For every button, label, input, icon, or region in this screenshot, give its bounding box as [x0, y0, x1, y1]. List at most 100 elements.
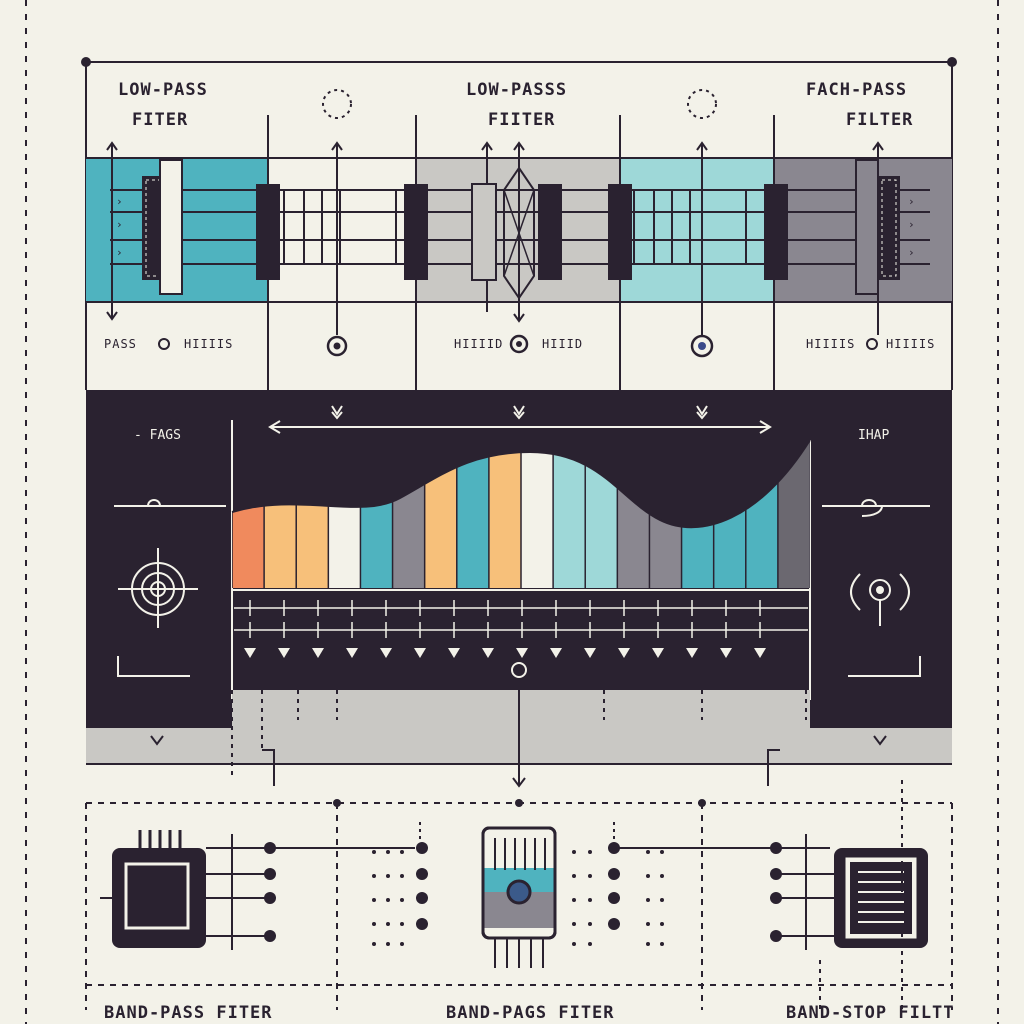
- response-curve: [231, 439, 811, 529]
- mesh-filter-element: [855, 159, 900, 295]
- dot: [386, 942, 390, 946]
- dot: [372, 942, 376, 946]
- dot: [372, 922, 376, 926]
- io-label-left-3: HIIIIS: [806, 337, 856, 351]
- down-triangle-icon: [652, 648, 664, 658]
- dot: [386, 850, 390, 854]
- dot: [372, 850, 376, 854]
- svg-text:›: ›: [908, 246, 915, 259]
- dot: [646, 898, 650, 902]
- down-chevrons: [331, 405, 708, 420]
- filter-3-title-line1: FACH-PASS: [806, 80, 908, 100]
- dot-array: [372, 850, 404, 946]
- dot: [646, 874, 650, 878]
- dot: [646, 850, 650, 854]
- io-label-right-2: HIIID: [542, 337, 584, 351]
- down-triangle-icon: [686, 648, 698, 658]
- io-label-right-3: HIIIIS: [886, 337, 936, 351]
- dot: [660, 942, 664, 946]
- dot: [400, 850, 404, 854]
- center-module-icon: [481, 826, 557, 968]
- dot: [572, 942, 576, 946]
- chip-right-wiring: [776, 834, 834, 950]
- dot: [372, 874, 376, 878]
- down-triangle-icon: [244, 648, 256, 658]
- bottom-junctions: [333, 799, 706, 807]
- filter-3-title-line2: FILTER: [846, 110, 914, 130]
- filter-1-title-line1: LOW-PASS: [118, 80, 208, 100]
- down-triangle-icon: [312, 648, 324, 658]
- dot: [646, 922, 650, 926]
- down-triangle-icon: [720, 648, 732, 658]
- dot: [400, 922, 404, 926]
- middle-pins-right: [608, 842, 620, 930]
- chip-icon-right: [834, 848, 928, 948]
- dot: [588, 942, 592, 946]
- left-side-wiring: [114, 499, 226, 677]
- filter-1-title-line2: FITER: [132, 110, 189, 130]
- output-wiring: [262, 676, 780, 788]
- dot-array: [572, 850, 664, 946]
- dashed-drops: [231, 690, 807, 780]
- dot: [400, 942, 404, 946]
- dot: [660, 898, 664, 902]
- range-arrow: [268, 420, 772, 434]
- dot: [660, 922, 664, 926]
- dot: [572, 874, 576, 878]
- dot: [400, 898, 404, 902]
- svg-text:›: ›: [116, 218, 123, 231]
- dot: [588, 922, 592, 926]
- grid-box: [633, 189, 747, 265]
- node-icons: [158, 334, 878, 358]
- down-triangle-icon: [584, 648, 596, 658]
- frame-node: [81, 57, 91, 67]
- dot: [588, 898, 592, 902]
- chip-left-pins: [264, 842, 276, 942]
- dot: [588, 850, 592, 854]
- filter-2-title-line2: FIITER: [488, 110, 556, 130]
- down-triangle-icon: [278, 648, 290, 658]
- chip-right-pins: [770, 842, 782, 942]
- down-triangle-icon: [414, 648, 426, 658]
- output-node: [511, 662, 527, 678]
- dot: [572, 922, 576, 926]
- center-filter-element: [471, 166, 535, 300]
- dot: [386, 874, 390, 878]
- middle-pins-left: [416, 842, 428, 930]
- spectrum-left-label: - FAGS: [134, 428, 181, 443]
- right-side-wiring: [822, 499, 930, 677]
- spectrum-right-label: IHAP: [858, 428, 890, 443]
- dot: [646, 942, 650, 946]
- chip-left-wiring: [206, 834, 415, 950]
- down-triangle-icon: [550, 648, 562, 658]
- down-triangle-icon: [448, 648, 460, 658]
- dot: [660, 850, 664, 854]
- mesh-filter-element: [142, 159, 183, 295]
- svg-text:›: ›: [116, 195, 123, 208]
- io-label-left-1: PASS: [104, 337, 137, 351]
- down-triangle-icon: [754, 648, 766, 658]
- down-triangle-icon: [346, 648, 358, 658]
- dashed-circle-icon: [687, 89, 717, 119]
- down-triangle-icon: [516, 648, 528, 658]
- bottom-label-1: BAND-PASS FITER: [104, 1003, 273, 1023]
- frame-node: [947, 57, 957, 67]
- filter-blocks: [256, 184, 788, 280]
- bottom-label-3: BAND-STOP FILTT: [786, 1003, 955, 1023]
- down-triangle-icon: [618, 648, 630, 658]
- dot: [372, 898, 376, 902]
- dot: [588, 874, 592, 878]
- outer-dashed-frame: [25, 0, 999, 1024]
- down-triangle-icon: [482, 648, 494, 658]
- dot: [386, 922, 390, 926]
- tick-rows: [234, 600, 808, 658]
- svg-text:›: ›: [908, 218, 915, 231]
- dot: [400, 874, 404, 878]
- chip-icon-left: [100, 830, 206, 948]
- bottom-label-2: BAND-PAGS FITER: [446, 1003, 615, 1023]
- down-triangle-icon: [380, 648, 392, 658]
- io-label-right-1: HIIIIS: [184, 337, 234, 351]
- svg-text:›: ›: [908, 195, 915, 208]
